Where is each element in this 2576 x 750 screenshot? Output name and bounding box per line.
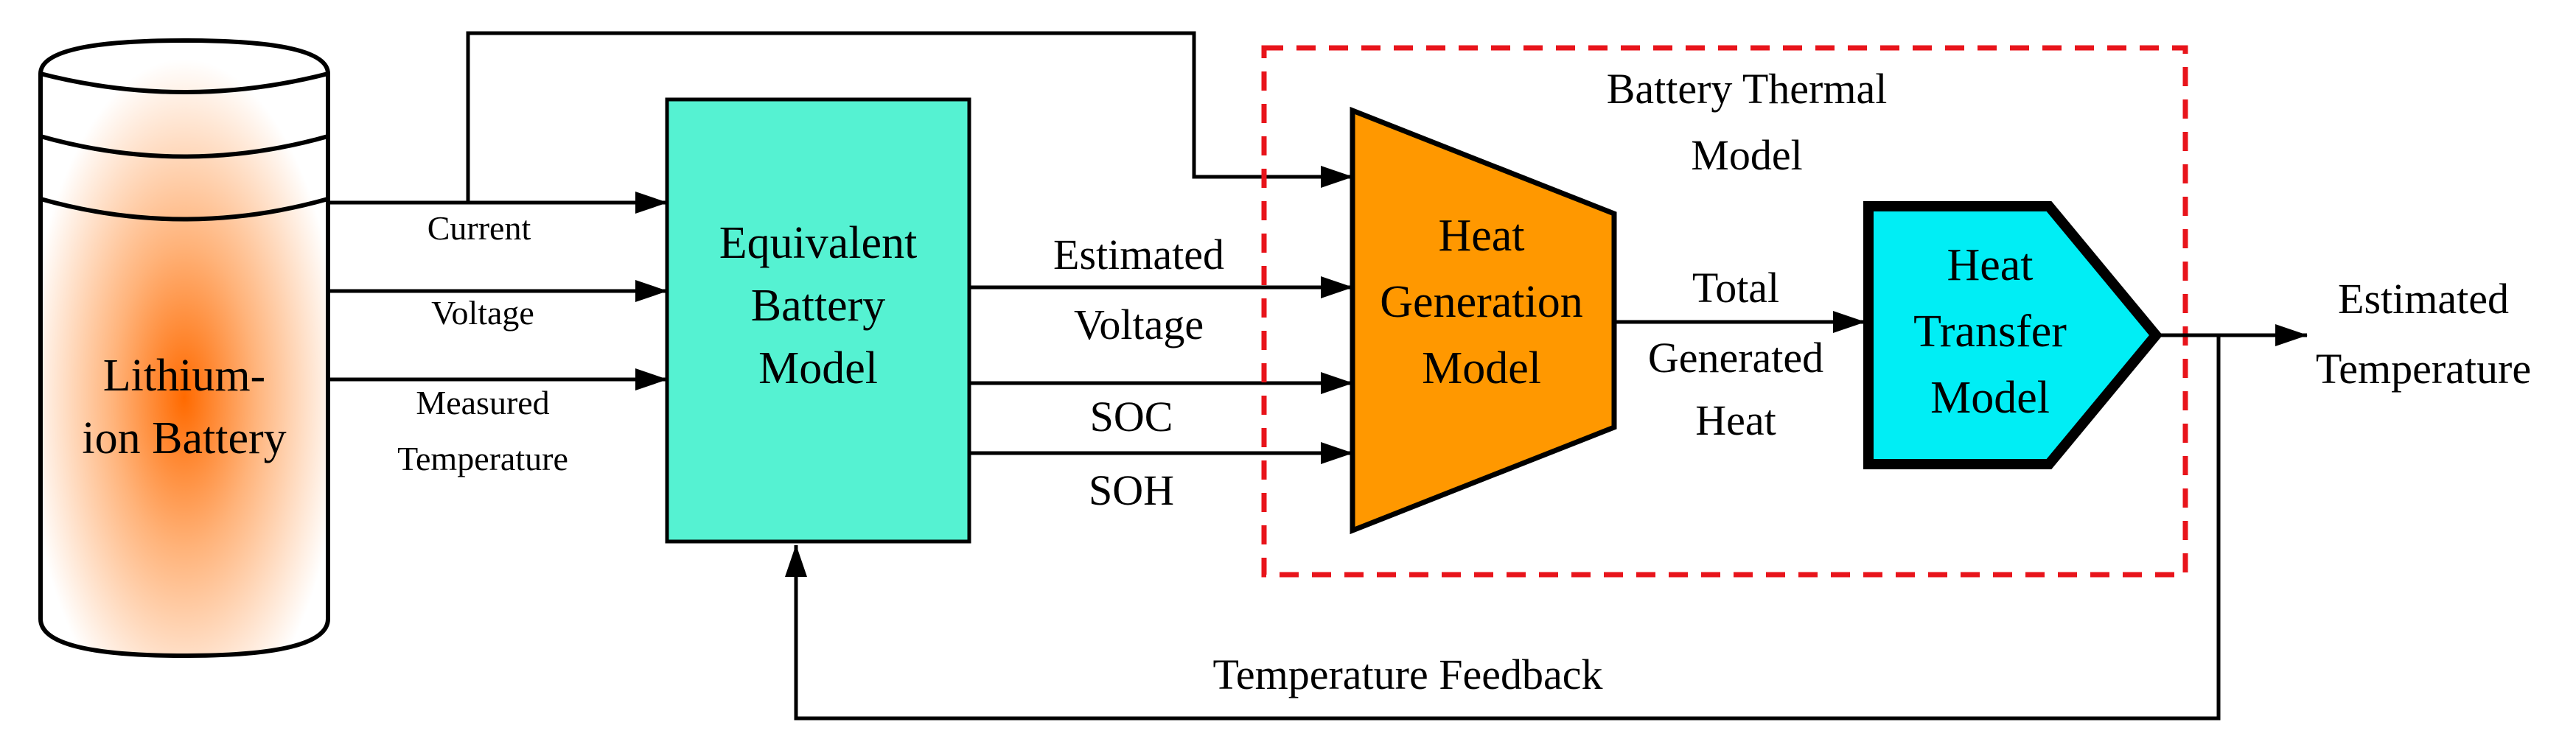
- heat-transfer-model: Heat Transfer Model: [1863, 201, 2163, 469]
- voltage-label: Voltage: [431, 294, 534, 332]
- temperature-feedback-arrow: [785, 335, 2221, 721]
- measured-label-line2: Temperature: [397, 440, 568, 477]
- battery-ring-low: [40, 197, 329, 222]
- heat-transfer-shape: [1863, 201, 2163, 469]
- heat-generation-line1: Heat: [1438, 211, 1524, 261]
- current-bypass-arrow: [466, 31, 1353, 203]
- battery-body: [38, 38, 330, 659]
- equivalent-label-line3: Model: [758, 343, 878, 393]
- thermal-model-label-line2: Model: [1691, 131, 1802, 179]
- measured-label-line1: Measured: [416, 384, 549, 421]
- output-arrows: [969, 276, 1353, 464]
- thermal-model-boundary: [1261, 45, 2188, 578]
- heat-transfer-line2: Transfer: [1913, 306, 2067, 357]
- heat-generation-line3: Model: [1422, 343, 1541, 393]
- equivalent-model-box: [665, 97, 971, 544]
- generated-heat-line1: Total: [1692, 264, 1779, 312]
- input-arrows: [328, 31, 1353, 390]
- soc-label: SOC: [1090, 393, 1173, 441]
- lithium-battery: Lithium- ion Battery: [38, 38, 330, 659]
- equivalent-label-line1: Equivalent: [719, 218, 918, 268]
- estimated-temperature-line2: Temperature: [2316, 345, 2531, 393]
- battery-ring-mid: [40, 134, 329, 159]
- battery-ring-top: [40, 71, 329, 94]
- heat-transfer-line3: Model: [1930, 373, 2050, 423]
- equivalent-label-line2: Battery: [751, 281, 886, 331]
- estimated-voltage-line2: Voltage: [1074, 301, 1204, 348]
- temperature-feedback-label: Temperature Feedback: [1213, 651, 1603, 698]
- heat-generation-shape: [1350, 106, 1617, 535]
- generated-heat-line2: Generated: [1648, 334, 1823, 382]
- estimated-temperature-line1: Estimated: [2338, 275, 2509, 323]
- battery-thermal-model: Battery Thermal Model: [1261, 45, 2188, 578]
- heat-transfer-line1: Heat: [1947, 240, 2033, 290]
- battery-label-line2: ion Battery: [82, 413, 286, 463]
- equivalent-battery-model: Equivalent Battery Model: [665, 97, 971, 544]
- battery-label-line1: Lithium-: [103, 351, 265, 401]
- current-label: Current: [427, 209, 531, 247]
- soh-label: SOH: [1089, 466, 1174, 514]
- generated-heat-line3: Heat: [1695, 396, 1776, 444]
- heat-generation-model: Heat Generation Model: [1350, 106, 1617, 535]
- thermal-model-label-line1: Battery Thermal: [1607, 65, 1888, 113]
- estimated-voltage-line1: Estimated: [1053, 231, 1224, 278]
- heat-generation-line2: Generation: [1380, 277, 1582, 327]
